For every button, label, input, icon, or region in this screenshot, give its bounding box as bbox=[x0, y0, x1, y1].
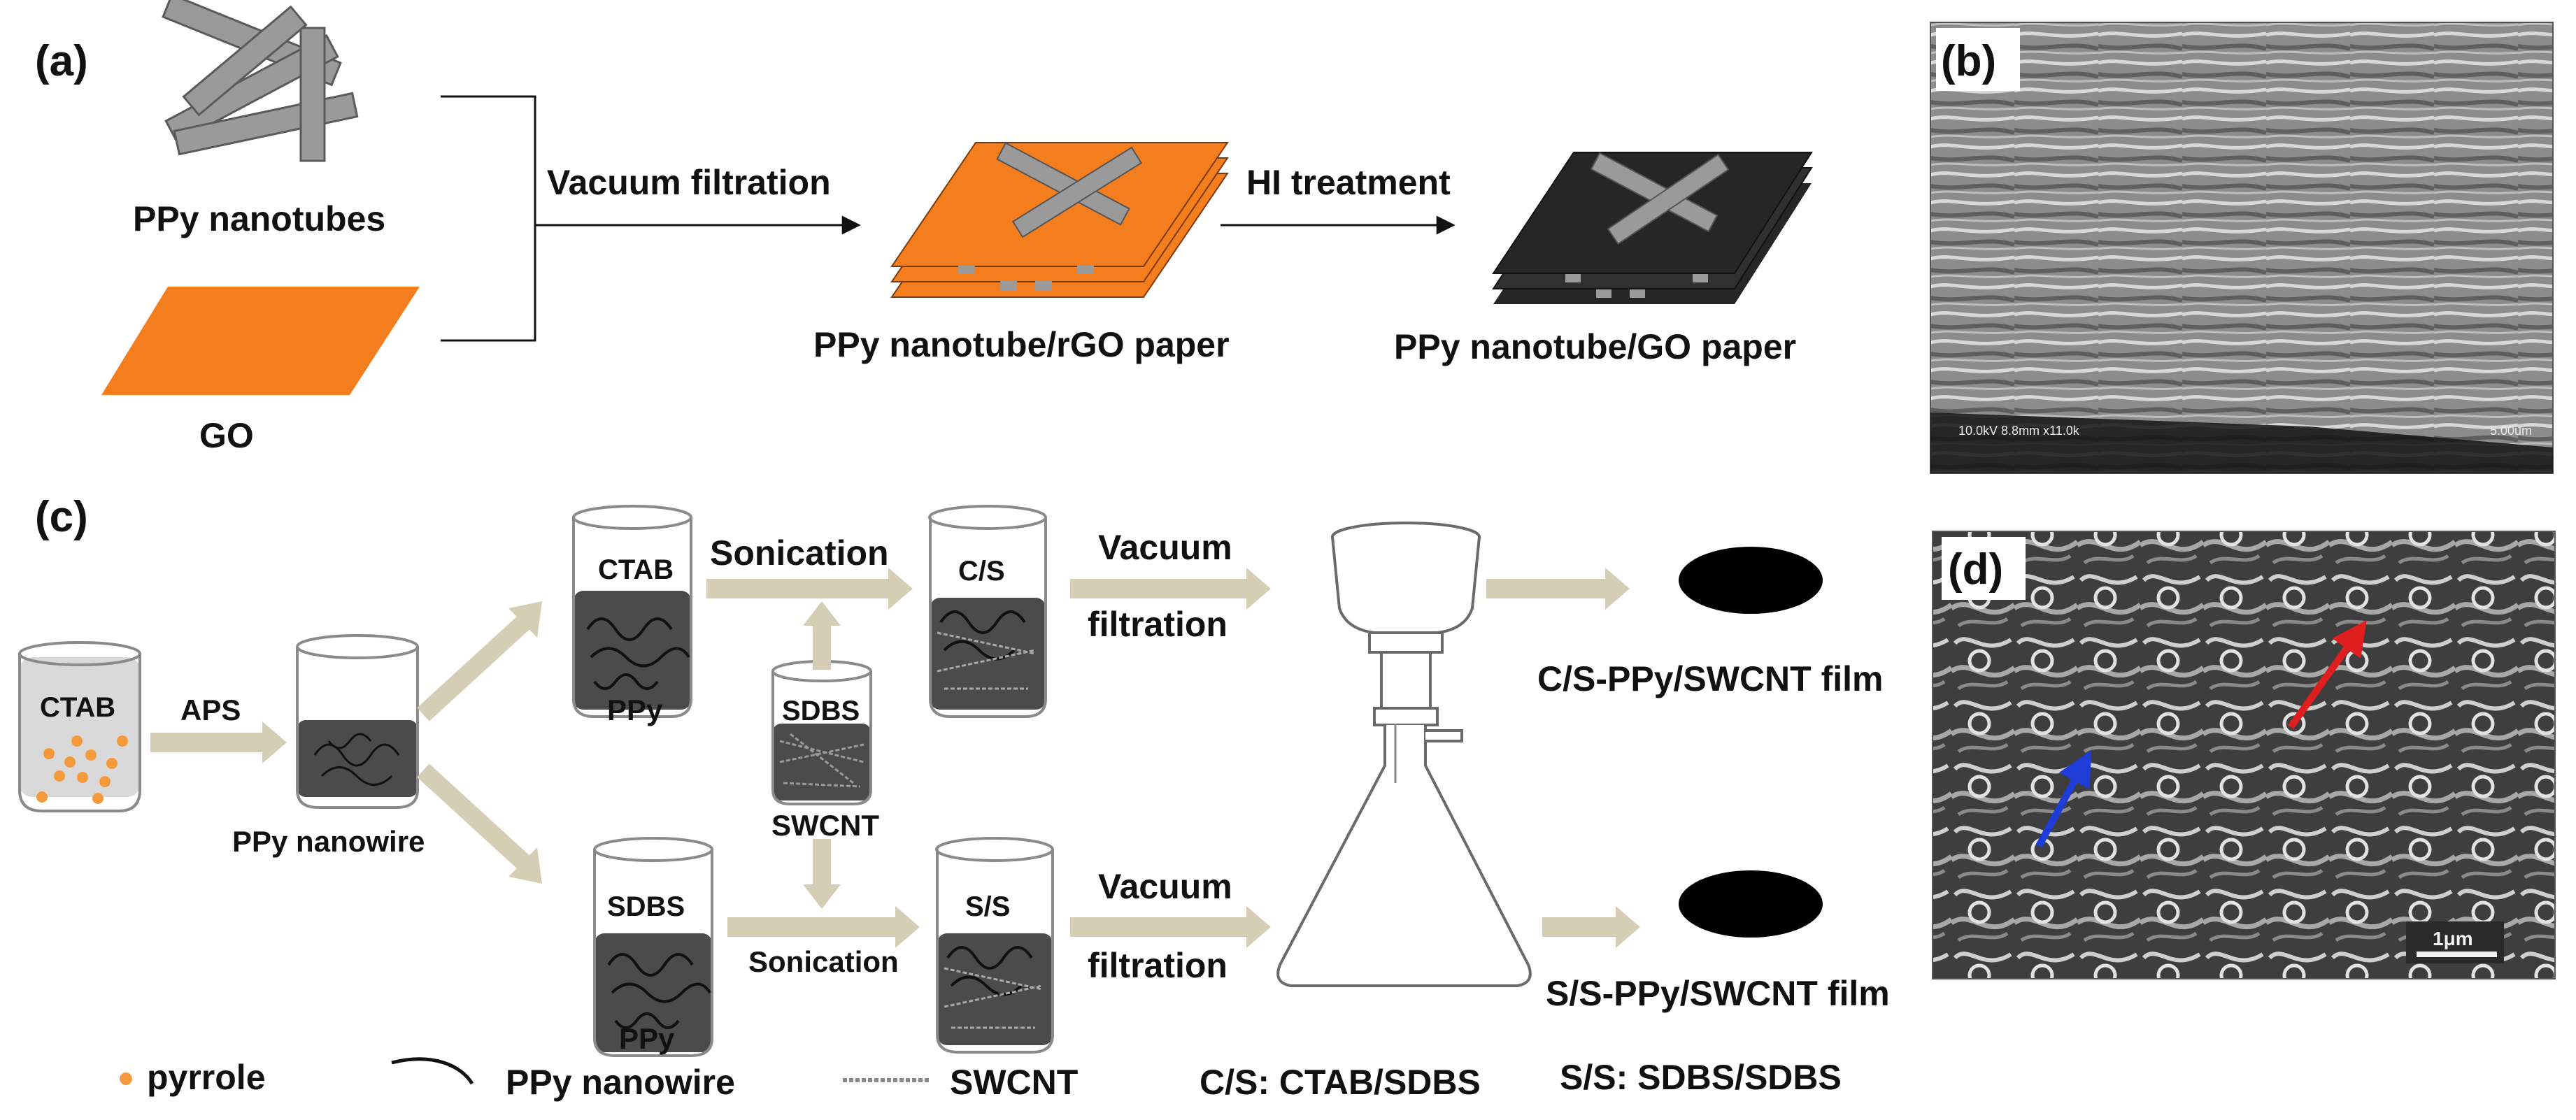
filtration-bottom-label: filtration bbox=[1088, 946, 1227, 985]
legend-cs-def: C/S: CTAB/SDBS bbox=[1200, 1063, 1481, 1102]
sonication-top-arrow bbox=[706, 568, 913, 610]
branch-up-arrow bbox=[417, 610, 536, 721]
vacuum-filtration-label: Vacuum filtration bbox=[547, 163, 831, 202]
sdbs-ppy-beaker bbox=[593, 837, 713, 1057]
ctab-ppy-beaker bbox=[572, 505, 692, 718]
vacuum-filtration-apparatus-icon bbox=[1276, 522, 1532, 987]
legend-ss-def: S/S: SDBS/SDBS bbox=[1560, 1058, 1842, 1097]
vacuum-top-label: Vacuum bbox=[1098, 528, 1232, 567]
sdbs-beaker-label: SDBS bbox=[607, 891, 685, 922]
ppy-nanotube-rgo-paper-label: PPy nanotube/rGO paper bbox=[813, 325, 1230, 364]
blue-pointer-arrow bbox=[2035, 750, 2091, 848]
ppy-nanotubes-icon bbox=[162, 0, 359, 162]
panel-d-letter: (d) bbox=[1948, 545, 2003, 594]
sdbs-mid-label: SDBS bbox=[782, 696, 860, 726]
ss-film-icon bbox=[1679, 870, 1823, 938]
ppy-nanowire-label: PPy nanowire bbox=[232, 825, 425, 858]
ss-film-label: S/S-PPy/SWCNT film bbox=[1546, 974, 1890, 1013]
aps-label: APS bbox=[180, 694, 241, 726]
ctab-beaker-label: CTAB bbox=[598, 554, 674, 585]
ppy-top-label: PPy bbox=[607, 694, 663, 726]
sonication-top-label: Sonication bbox=[710, 533, 889, 573]
ctab-pyrrole-beaker bbox=[18, 641, 141, 812]
go-label: GO bbox=[199, 416, 254, 455]
cs-film-icon bbox=[1679, 547, 1823, 614]
panel-a-letter: (a) bbox=[35, 37, 88, 85]
vacuum-bottom-label: Vacuum bbox=[1098, 867, 1232, 906]
to-cs-film-arrow bbox=[1486, 568, 1630, 610]
panel-c: (c) CTAB APS PPy nanowire bbox=[18, 493, 1890, 1057]
sdbs-swcnt-beaker bbox=[771, 660, 872, 805]
ppy-nanowire-legend-line bbox=[391, 1057, 474, 1085]
legend-swcnt: SWCNT bbox=[950, 1063, 1078, 1102]
ppy-nanotubes-label: PPy nanotubes bbox=[133, 199, 385, 238]
branch-down-arrow bbox=[417, 763, 536, 875]
ppy-nanotube-go-paper-label: PPy nanotube/GO paper bbox=[1394, 327, 1796, 366]
panel-b-letter: (b) bbox=[1941, 37, 1996, 85]
swcnt-up-arrow bbox=[803, 601, 841, 670]
sem-b-caption: 10.0kV 8.8mm x11.0k bbox=[1958, 424, 2080, 438]
panel-c-letter: (c) bbox=[35, 493, 88, 541]
panel-b: 10.0kV 8.8mm x11.0k 5.00um (b) bbox=[1930, 22, 2554, 474]
sem-image-d bbox=[1933, 531, 2555, 979]
cs-film-label: C/S-PPy/SWCNT film bbox=[1537, 659, 1883, 698]
sem-image-b bbox=[1930, 22, 2553, 473]
cs-beaker-label: C/S bbox=[958, 556, 1005, 587]
legend-pyrrole: pyrrole bbox=[147, 1058, 266, 1097]
sonication-bottom-label: Sonication bbox=[748, 945, 899, 978]
legend: pyrrole PPy nanowire SWCNT C/S: CTAB/SDB… bbox=[120, 1057, 1842, 1102]
cs-beaker bbox=[928, 505, 1047, 718]
panel-a: (a) PPy nanotubes GO Vacuum filtration bbox=[35, 0, 1813, 455]
swcnt-label: SWCNT bbox=[771, 809, 879, 842]
to-ss-film-arrow bbox=[1542, 906, 1640, 948]
sonication-bottom-arrow bbox=[727, 906, 920, 948]
merge-bracket bbox=[441, 95, 536, 342]
vacuum-bottom-arrow bbox=[1070, 906, 1271, 948]
sem-d-scale-label: 1μm bbox=[2433, 928, 2473, 949]
red-pointer-arrow bbox=[2287, 619, 2367, 729]
ppy-nanotube-rgo-paper-icon bbox=[890, 142, 1229, 298]
pyrrole-legend-dot bbox=[120, 1072, 132, 1085]
swcnt-down-arrow bbox=[803, 839, 841, 909]
go-sheet-icon bbox=[101, 287, 420, 395]
ppy-bottom-label: PPy bbox=[619, 1022, 675, 1055]
ss-beaker bbox=[935, 837, 1054, 1054]
sem-b-scale: 5.00um bbox=[2490, 424, 2532, 438]
panel-d: 1μm (d) bbox=[1932, 531, 2556, 979]
aps-arrow bbox=[150, 721, 287, 763]
hi-treatment-label: HI treatment bbox=[1246, 163, 1451, 202]
filtration-top-label: filtration bbox=[1088, 605, 1227, 644]
ppy-nanotube-go-paper-icon bbox=[1492, 152, 1813, 304]
ss-beaker-label: S/S bbox=[965, 891, 1010, 922]
ppy-nanowire-beaker bbox=[296, 634, 419, 809]
vacuum-top-arrow bbox=[1070, 568, 1271, 610]
legend-ppy-nanowire: PPy nanowire bbox=[506, 1063, 735, 1102]
ctab-start-label: CTAB bbox=[40, 692, 115, 723]
